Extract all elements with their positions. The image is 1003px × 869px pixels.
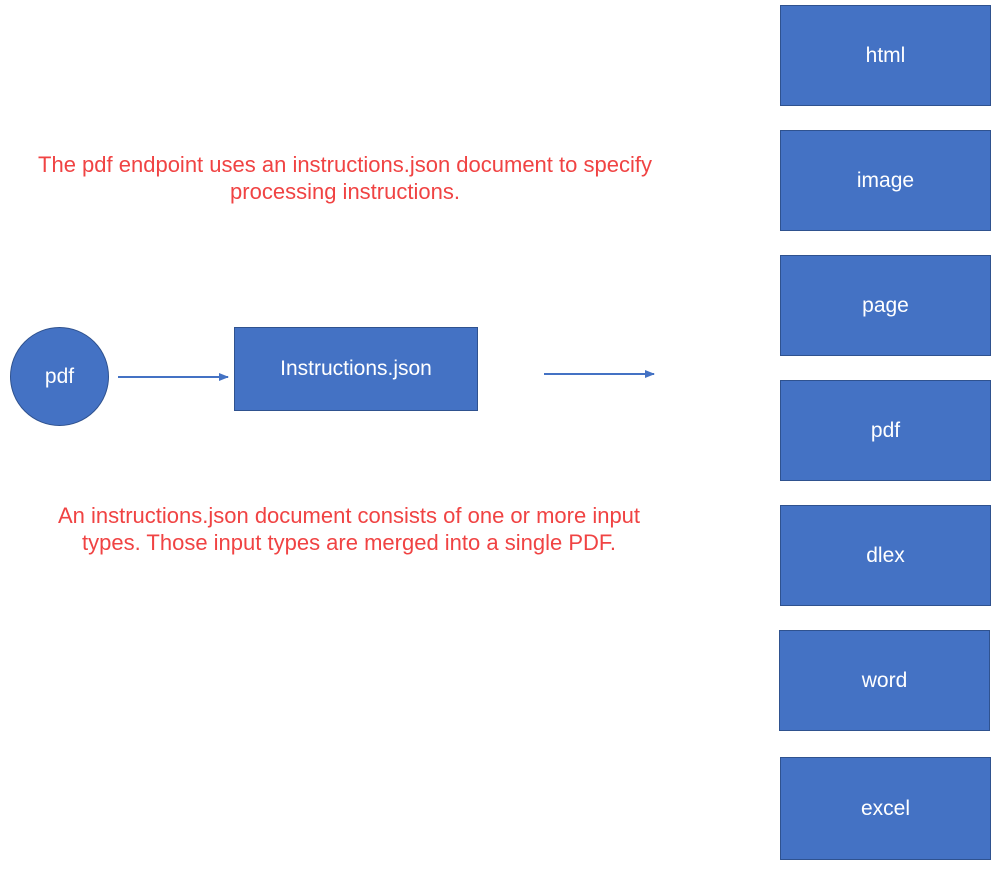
input-type-dlex-label: dlex	[866, 543, 905, 567]
top-description-note: The pdf endpoint uses an instructions.js…	[38, 152, 652, 204]
input-type-html-label: html	[865, 43, 906, 67]
input-type-image-label: image	[856, 168, 915, 192]
bottom-description-note: An instructions.json document consists o…	[57, 503, 641, 555]
instructions-json-label: Instructions.json	[280, 357, 432, 380]
input-type-pdf-label: pdf	[870, 418, 901, 442]
input-type-word-label: word	[861, 668, 908, 692]
input-type-html: html	[780, 5, 991, 106]
instructions-json-node: Instructions.json	[234, 327, 478, 411]
input-type-image: image	[780, 130, 991, 231]
pdf-endpoint-node: pdf	[10, 327, 109, 426]
input-type-dlex: dlex	[780, 505, 991, 606]
input-type-excel-label: excel	[860, 796, 911, 820]
input-type-word: word	[779, 630, 990, 731]
input-type-pdf: pdf	[780, 380, 991, 481]
input-type-page-label: page	[862, 293, 909, 317]
pdf-endpoint-label: pdf	[44, 364, 75, 388]
input-type-page: page	[780, 255, 991, 356]
input-type-excel: excel	[780, 757, 991, 860]
